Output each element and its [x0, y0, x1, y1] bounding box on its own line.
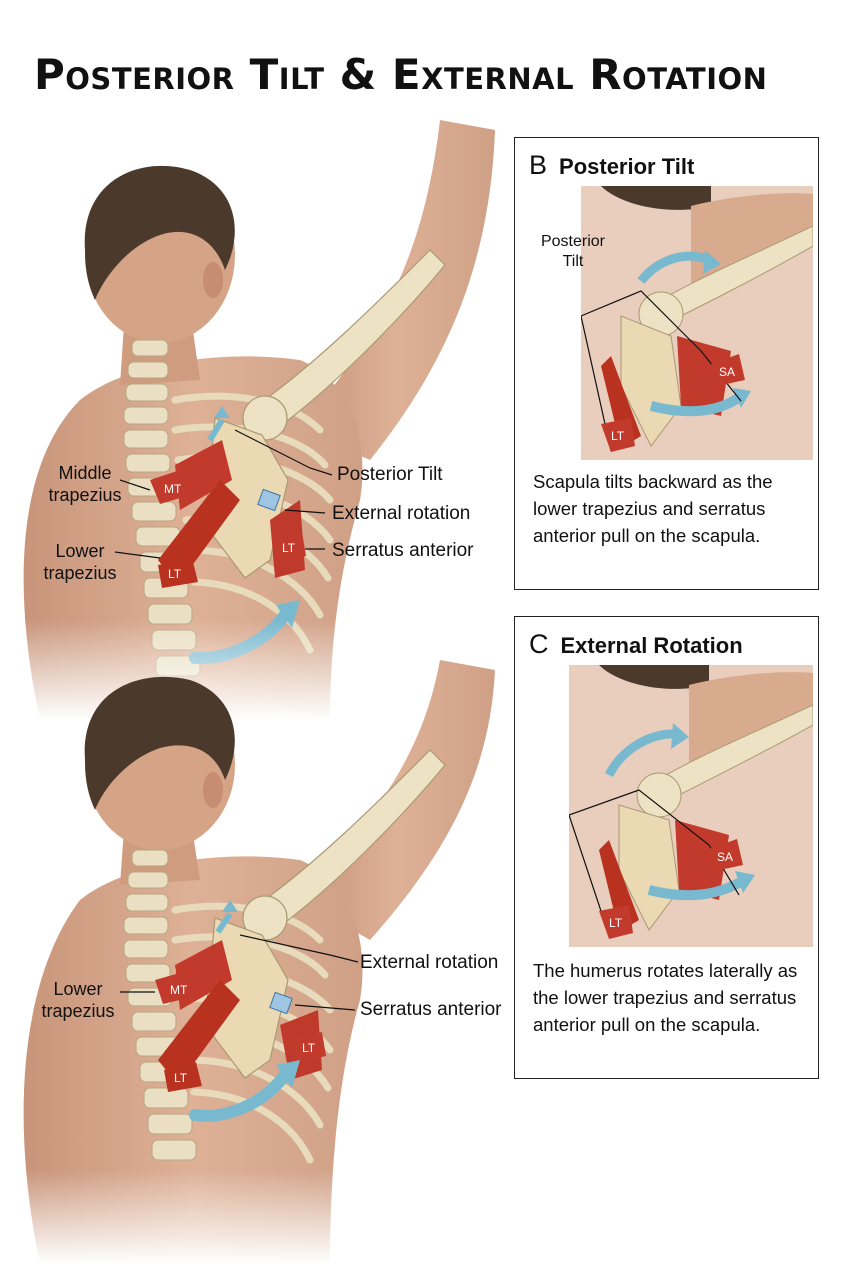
rotation-arrowhead — [276, 1060, 300, 1088]
panel-c-title: External Rotation — [560, 633, 743, 658]
lt-marker-1 — [164, 1062, 202, 1092]
humerus — [248, 749, 446, 931]
panel-c: C External Rotation LT SA The humerus ro… — [514, 616, 819, 1079]
panel-b-header: B Posterior Tilt — [529, 150, 694, 181]
panel-c-caption: The humerus rotates laterally as the low… — [533, 960, 798, 1035]
label-serratus-anterior-bottom: Serratus anterior — [360, 999, 502, 1020]
hair — [84, 165, 235, 300]
panel-c-lt-marker: LT — [609, 916, 623, 930]
label-lower-trapezius-bottom: Lower trapezius — [41, 979, 115, 1021]
panel-c-letter: C — [529, 629, 549, 659]
top-shoulder-illustration: MT LT LT — [0, 120, 500, 720]
lower-trapezius-muscle — [158, 480, 240, 585]
label-external-rotation-bottom: External rotation — [360, 952, 499, 973]
lower-trapezius-muscle — [158, 980, 240, 1085]
label-lower-trapezius-top: Lower trapezius — [43, 541, 117, 583]
panel-b-caption: Scapula tilts backward as the lower trap… — [533, 471, 773, 546]
bottom-shoulder-illustration: MT LT LT — [0, 660, 500, 1264]
lt-marker-2-text: LT — [282, 541, 296, 555]
tilt-arrow — [215, 912, 233, 934]
spine — [123, 849, 197, 1161]
label-middle-trapezius-line2: trapezius — [48, 485, 122, 505]
panel-c-sa-marker: SA — [717, 850, 733, 864]
label-posterior-tilt: Posterior Tilt — [337, 464, 443, 485]
lt-marker-1-text: LT — [174, 1071, 188, 1085]
panel-b-lt-marker: LT — [611, 429, 625, 443]
leader-lines — [120, 934, 359, 1011]
tilt-arrowhead — [222, 900, 238, 912]
humerus — [248, 249, 446, 431]
panel-c-header: C External Rotation — [529, 629, 743, 660]
lt-marker-2 — [294, 1032, 326, 1062]
serratus-marker — [269, 991, 293, 1015]
panel-b-inset-label: Posterior Tilt — [540, 233, 606, 270]
panel-b-letter: B — [529, 150, 548, 180]
label-external-rotation-top: External rotation — [332, 503, 471, 524]
tilt-arrowhead — [214, 406, 230, 418]
panel-c-inset-illustration: LT SA — [569, 665, 813, 947]
panel-b-title: Posterior Tilt — [559, 154, 695, 179]
rotation-arrow — [189, 1064, 294, 1122]
label-middle-trapezius: Middle trapezius — [40, 462, 130, 506]
panel-b-inset-illustration: LT SA — [581, 186, 813, 460]
external-rotation-marker — [257, 488, 281, 512]
panel-b-sa-marker: SA — [719, 365, 735, 379]
mt-marker — [150, 466, 200, 504]
lt-marker-2 — [274, 532, 306, 562]
page-title: Posterior Tilt & External Rotation — [34, 50, 768, 99]
mt-marker — [155, 968, 205, 1004]
mt-marker-text: MT — [164, 482, 182, 496]
hair — [84, 676, 235, 810]
lt-marker-2-text: LT — [302, 1041, 316, 1055]
leader-lines — [114, 429, 333, 559]
mt-marker-text: MT — [170, 983, 188, 997]
panel-b: B Posterior Tilt LT SA Posterior Tilt Sc… — [514, 137, 819, 590]
label-middle-trapezius-line1: Middle — [58, 463, 112, 483]
ear — [203, 262, 223, 298]
lt-marker-1 — [158, 558, 198, 588]
bottom-fade — [0, 1170, 500, 1264]
lt-marker-1-text: LT — [168, 567, 182, 581]
ear — [203, 772, 223, 808]
label-serratus-anterior-top: Serratus anterior — [332, 540, 474, 561]
tilt-arrow — [207, 418, 225, 442]
bottom-fade — [0, 620, 500, 720]
